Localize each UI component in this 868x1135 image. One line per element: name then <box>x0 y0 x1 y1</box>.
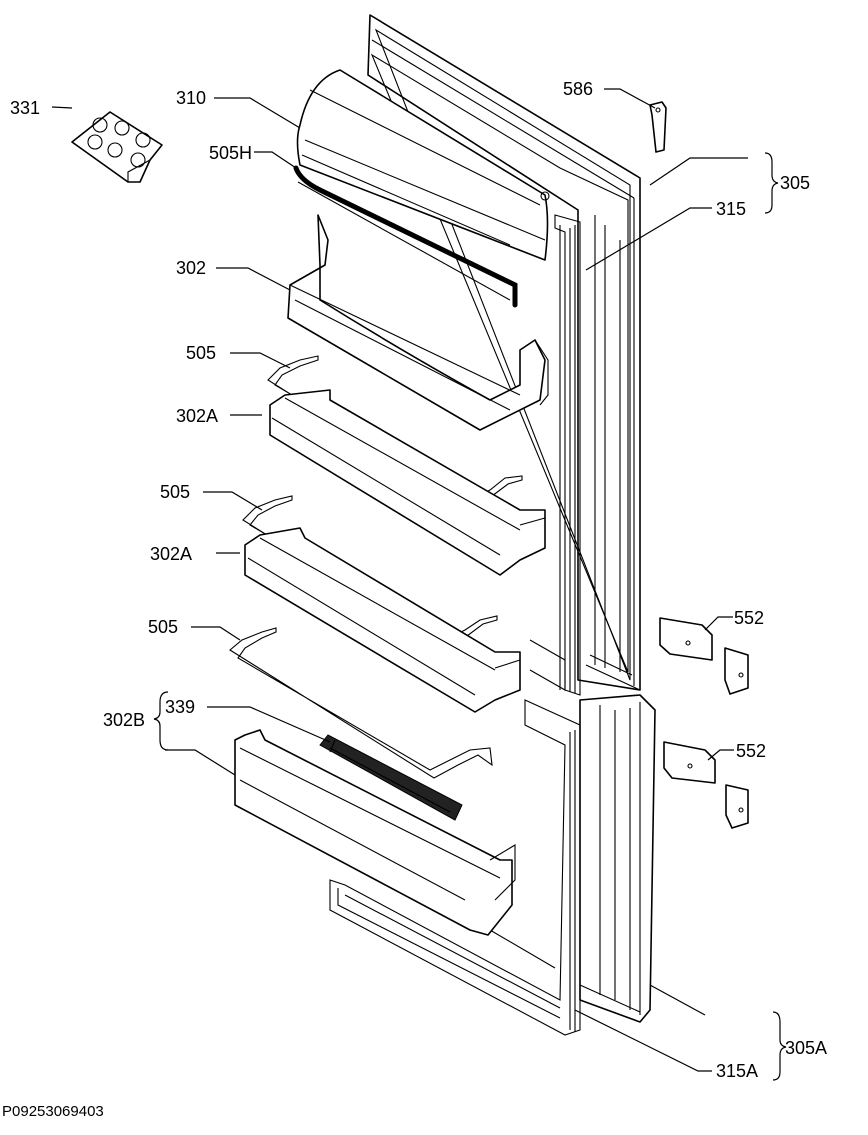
label-552-lower: 552 <box>736 741 766 761</box>
hinge-552-upper <box>659 617 749 695</box>
label-310: 310 <box>176 88 206 108</box>
label-586: 586 <box>563 79 593 99</box>
label-505-3: 505 <box>148 617 178 637</box>
hinge-586 <box>649 101 667 153</box>
hinge-552-lower <box>663 741 749 829</box>
upper-door <box>367 14 641 691</box>
balcony-302A-2 <box>244 527 521 713</box>
label-315A: 315A <box>716 1061 758 1081</box>
label-302B: 302B <box>103 710 145 730</box>
leader-lines <box>51 88 748 1072</box>
label-505H: 505H <box>209 143 252 163</box>
label-302A-1: 302A <box>176 406 218 426</box>
label-305: 305 <box>780 173 810 193</box>
bottle-bar-505-3 <box>229 627 493 779</box>
label-505-2: 505 <box>160 482 190 502</box>
lower-door-gasket <box>329 699 581 1036</box>
grille-339 <box>319 734 463 821</box>
lower-door <box>579 694 656 1023</box>
upper-door-gasket <box>529 214 581 696</box>
label-552-upper: 552 <box>734 608 764 628</box>
label-505-1: 505 <box>186 343 216 363</box>
balcony-302A-1 <box>269 389 546 576</box>
dairy-compartment-310 <box>296 69 550 261</box>
callout-labels: 331 310 505H 302 505 302A 505 302A 505 3… <box>2 79 827 1120</box>
label-302A-2: 302A <box>150 544 192 564</box>
balcony-302B <box>234 729 516 936</box>
label-302: 302 <box>176 258 206 278</box>
egg-tray-331 <box>71 111 163 183</box>
label-331: 331 <box>10 98 40 118</box>
label-315: 315 <box>716 199 746 219</box>
drawing-code: P09253069403 <box>2 1103 104 1120</box>
handle-strip-505H <box>293 165 518 308</box>
label-339: 339 <box>165 697 195 717</box>
balcony-302 <box>287 214 549 431</box>
braces <box>153 152 787 1081</box>
label-305A: 305A <box>785 1038 827 1058</box>
